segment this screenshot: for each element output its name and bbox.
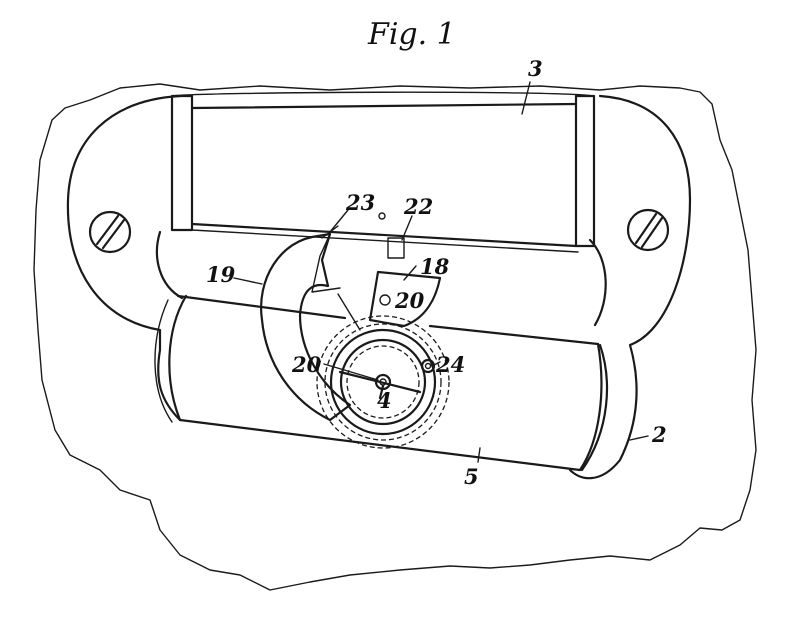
right-lobe-inner	[580, 238, 608, 472]
ref-2: 2	[651, 422, 667, 447]
pin-20-upper-icon	[379, 294, 391, 306]
ref-20-upper: 20	[394, 288, 425, 313]
ref-20-lower: 20	[291, 352, 322, 377]
ref-5: 5	[464, 464, 479, 489]
left-lobe-inner	[155, 230, 184, 300]
ref-4: 4	[377, 388, 392, 413]
ref-19: 19	[206, 262, 236, 287]
pin-24-icon	[420, 358, 436, 374]
ref-23: 23	[345, 190, 375, 215]
plate-outline	[66, 94, 692, 480]
lever-19	[260, 232, 352, 422]
cam-18	[368, 270, 442, 328]
torn-outline	[33, 83, 757, 591]
ref-3: 3	[528, 56, 543, 81]
ref-24: 24	[435, 352, 465, 377]
leader-lines	[233, 81, 649, 463]
ref-22: 22	[403, 194, 433, 219]
right-screw-icon	[626, 208, 670, 252]
housing-3	[170, 91, 596, 259]
left-screw-icon	[88, 210, 132, 254]
ref-18: 18	[420, 254, 450, 279]
drum-5	[154, 294, 603, 472]
dial-4	[316, 315, 450, 449]
figure-title: Fig. 1	[367, 17, 456, 52]
